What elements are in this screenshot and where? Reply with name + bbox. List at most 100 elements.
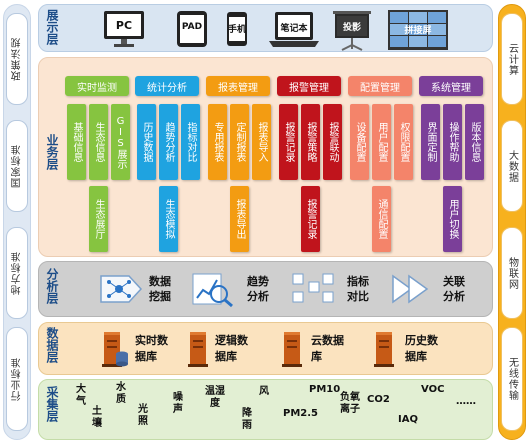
projector-screen-icon: [333, 11, 371, 51]
device-label: 笔记本: [280, 24, 308, 34]
db-label-history: 历史数据库: [405, 333, 438, 365]
module-statistics: 统计分析: [135, 76, 199, 96]
sensor-label: 温湿度: [205, 386, 225, 409]
layer-title: 展示层: [45, 9, 59, 45]
submodule-label: 报表导出: [234, 199, 245, 239]
submodule-label: 生态模拟: [163, 199, 174, 239]
submodule-label: 指标对比: [185, 122, 196, 162]
analysis-layer: 分析层 数据挖掘 趋势分析 指标对比 关联: [38, 261, 493, 317]
sensor-label: PM2.5: [283, 408, 318, 419]
layer-title: 数据层: [45, 327, 59, 363]
submodule-label: 专用报表: [212, 122, 223, 162]
side-label: 政策法规: [11, 37, 23, 81]
sensor-label: 水质: [116, 382, 126, 405]
submodule: 趋势分析: [159, 104, 178, 180]
submodule: 生态模拟: [159, 186, 178, 252]
sensor-label: 负氧离子: [340, 392, 360, 415]
standards-column: 政策法规 国家标准 地方标准 行业标准: [3, 4, 31, 440]
module-label: 实时监测: [77, 82, 117, 94]
submodule-label: 定制报表: [234, 122, 245, 162]
submodule: 设备配置: [350, 104, 369, 180]
data-layer: 数据层 实时数据库 逻辑数据库 云数据库 历史数据: [38, 322, 493, 375]
sensor-label: 降雨: [242, 408, 252, 431]
submodule: 专用报表: [208, 104, 227, 180]
submodule-label: 用户切换: [447, 199, 458, 239]
video-wall-icon: [388, 10, 448, 50]
tablet-icon: [177, 11, 207, 47]
indicator-compare-icon: [292, 273, 334, 303]
phone-device: 手机: [225, 9, 249, 49]
analysis-label-correlation: 关联分析: [443, 275, 465, 303]
sensor-label: 噪声: [173, 392, 183, 415]
technology-column: 云计算 大数据 物联网 无线传输: [498, 4, 526, 440]
submodule-label: 版本信息: [469, 122, 480, 162]
trend-analysis-icon: [192, 273, 233, 308]
submodule-label: 基础信息: [71, 122, 82, 162]
submodule: 报警记录: [301, 186, 320, 252]
submodule-label: 设备配置: [354, 122, 365, 162]
business-layer: 业务层 实时监测 统计分析 报表管理 报警管理 配置管理 系统管理 基础信息生态…: [38, 57, 493, 257]
display-layer: 展示层 PC PAD 手机: [38, 4, 493, 52]
module-label: 统计分析: [147, 82, 187, 94]
submodule-label: 生态展厅: [93, 199, 104, 239]
submodule-label: 权限配置: [398, 122, 409, 162]
submodule: 定制报表: [230, 104, 249, 180]
analysis-label-trend: 趋势分析: [247, 275, 269, 303]
module-reports: 报表管理: [206, 76, 270, 96]
submodule: 指标对比: [181, 104, 200, 180]
submodule: 界面定制: [421, 104, 440, 180]
monitor-icon: [104, 11, 144, 47]
module-realtime: 实时监测: [65, 76, 129, 96]
sensor-label: 大气: [76, 384, 86, 407]
layer-title: 采集层: [45, 386, 59, 422]
server-icon: [188, 332, 208, 367]
side-cell-national: 国家标准: [6, 120, 28, 212]
db-text: 历史数据库: [405, 334, 438, 363]
laptop-icon: [269, 12, 319, 47]
submodule: 生态展厅: [89, 186, 108, 252]
side-label: 大数据: [506, 149, 518, 183]
projector-device: 投影: [329, 9, 375, 51]
db-label-logic: 逻辑数据库: [215, 333, 248, 365]
module-config: 配置管理: [348, 76, 412, 96]
db-text: 云数据库: [311, 334, 344, 363]
side-cell-cloud: 云计算: [501, 13, 523, 105]
sensor-label: VOC: [421, 384, 445, 395]
db-text: 实时数据库: [135, 334, 168, 363]
submodule-label: 报警策略: [305, 122, 316, 162]
submodule-label: 界面定制: [425, 122, 436, 162]
db-text: 逻辑数据库: [215, 334, 248, 363]
module-alarms: 报警管理: [277, 76, 341, 96]
submodule-label: 报警记录: [283, 122, 294, 162]
submodule-label: 操作帮助: [447, 122, 458, 162]
device-label: 拼接屏: [404, 26, 432, 36]
db-label-realtime: 实时数据库: [135, 333, 168, 365]
side-label: 物联网: [506, 256, 518, 290]
server-icon: [374, 332, 394, 367]
laptop-device: 笔记本: [267, 9, 321, 49]
layer-title: 分析层: [45, 268, 59, 304]
submodule: 基础信息: [67, 104, 86, 180]
device-label: PC: [115, 19, 133, 32]
phone-icon: [227, 12, 247, 46]
submodule-label: 通信配置: [376, 199, 387, 239]
correlation-analysis-icon: [392, 274, 429, 304]
submodule-label: 用户配置: [376, 122, 387, 162]
module-system: 系统管理: [419, 76, 483, 96]
module-label: 报表管理: [218, 82, 258, 94]
sensor-label: 光照: [138, 404, 148, 427]
analysis-label-mining: 数据挖掘: [149, 275, 171, 303]
module-label: 系统管理: [431, 82, 471, 94]
submodule-label: 报表导入: [256, 122, 267, 162]
device-label: 手机: [227, 25, 246, 35]
video-wall-device: 拼接屏: [387, 9, 449, 51]
sensor-label: PM10: [309, 384, 341, 395]
submodule: 权限配置: [394, 104, 413, 180]
side-cell-iot: 物联网: [501, 227, 523, 319]
submodule: 生态信息: [89, 104, 108, 180]
sensor-label: 风: [259, 386, 269, 397]
pc-device: PC: [101, 9, 147, 49]
module-label: 配置管理: [360, 82, 400, 94]
device-label: 投影: [342, 23, 361, 33]
